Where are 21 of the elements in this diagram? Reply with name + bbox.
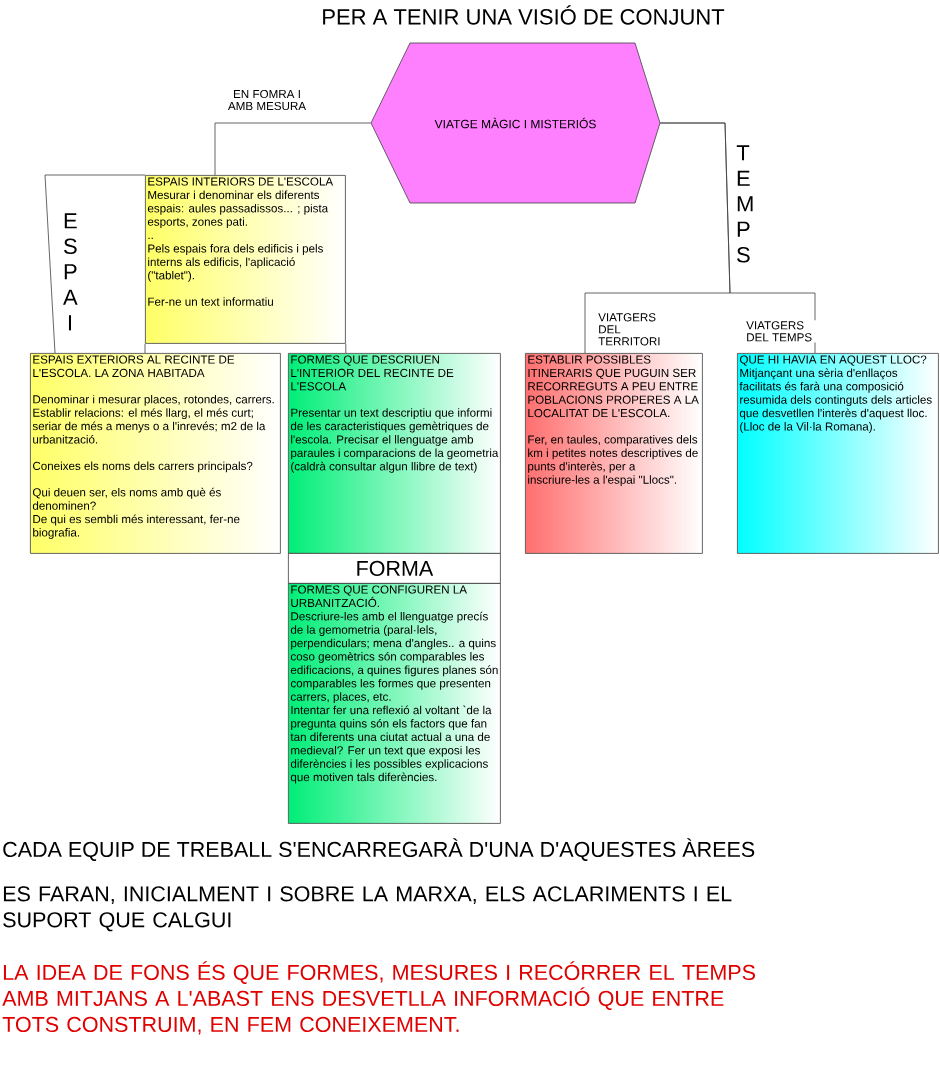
text-box: QUE HI HAVIA EN AQUEST LLOC? Mitjançant una sèria d'enllaços facilitats és farà una composició resumida dels continguts dels articles que desvetllen l'interès d'aquest lloc. (Lloc de la Vil·la Romana). xyxy=(737,353,939,554)
text-box: FORMES QUE DESCRIUEN L'INTERIOR DEL RECINTE DE L'ESCOLA Presentar un text descriptiu que informi de les caracteristiques gemètriques de l'escola. Precisar el llenguatge amb paraules i comparacions de la geometria (caldrà consultar algun llibre de text) xyxy=(288,353,501,554)
text-box: ESPAIS INTERIORS DE L'ESCOLA Mesurar i denominar els diferents espais: aules passadissos... ; pista esports, zones pati. .. Pels espais fora dels edificis i pels interns als edificis, l'aplicació ("tablet"). Fer-ne un text informatiu xyxy=(145,175,346,344)
text-box: FORMES QUE CONFIGUREN LA URBANITZACIÓ. Descriure-les amb el llenguatge precís de la gemometria (paral·lels, perpendiculars; mena d'angles.. a quins coso geomètrics són comparables les edificacions, a quines figures planes són comparables les formes que presenten carrers, places, etc. Intentar fer una reflexió al voltant `de la pregunta quins són els factors que fan tan diferents una ciutat actual a una de medieval? Fer un text que exposi les diferències i les possibles explicacions que motiven tals diferències. xyxy=(288,583,501,824)
text-box: ESPAIS EXTERIORS AL RECINTE DE L'ESCOLA. LA ZONA HABITADA Denominar i mesurar places, rotondes, carrers. Establir relacions: el més llarg, el més curt; seriar de més a menys o a l'inrevés; m2 de la urbanització. Coneixes els noms dels carrers principals? Qui deuen ser, els noms amb què és denominen? De qui es sembli més interessant, fer-ne biografia. xyxy=(30,353,281,554)
connector-line xyxy=(659,122,816,354)
edge-label: VIATGERS DEL TEMPS xyxy=(745,320,822,343)
edge-label: VIATGERS DEL TERRITORI xyxy=(597,312,662,347)
text-box: ESTABLIR POSSIBLES ITINERARIS QUE PUGUIN SER RECORREGUTS A PEU ENTRE POBLACIONS PROPERES A LA LOCALITAT DE L'ESCOLA. Fer, en taules, comparatives dels km i petites notes descriptives de punts d'interès, per a inscriure-les a l'espai "Llocs". xyxy=(525,353,703,554)
vertical-label: ESPAI xyxy=(63,213,78,331)
connector-line xyxy=(44,174,146,354)
connector-line xyxy=(214,122,372,176)
heading-box: FORMA xyxy=(288,553,501,584)
edge-label: EN FOMRA I AMB MESURA xyxy=(224,88,310,112)
note-text: LA IDEA DE FONS ÉS QUE FORMES, MESURES I RECÓRRER EL TEMPS AMB MITJANS A L'ABAST ENS DESVETLLA INFORMACIÓ QUE ENTRE TOTS CONSTRUIM, EN FEM CONEIXEMENT. xyxy=(2,961,755,1035)
note-text: ES FARAN, INICIALMENT I SOBRE LA MARXA, ELS ACLARIMENTS I EL SUPORT QUE CALGUI xyxy=(3,886,732,932)
vertical-label: TEMPS xyxy=(736,145,753,263)
connector-line xyxy=(144,343,146,354)
connector-line xyxy=(345,343,347,354)
title: PER A TENIR UNA VISIÓ DE CONJUNT xyxy=(323,5,725,25)
hexagon: VIATGE MÀGIC I MISTERIÓS xyxy=(370,42,661,204)
